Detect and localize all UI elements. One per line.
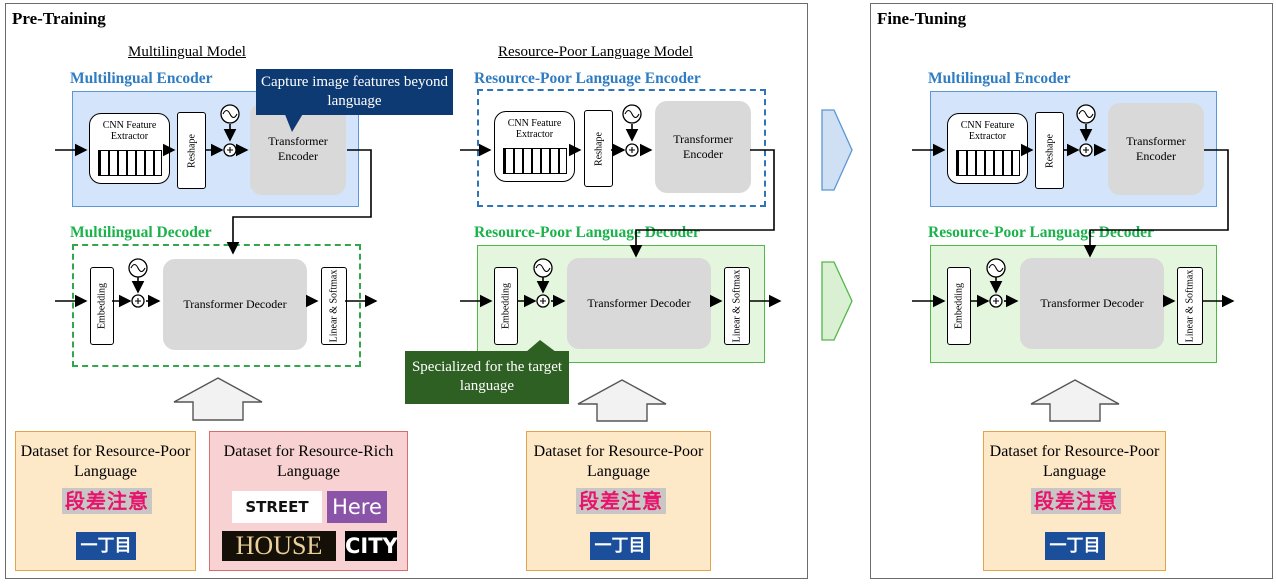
sample-image-caution: 段差注意 xyxy=(1031,488,1121,514)
cnn-feature-extractor: CNN Feature Extractor xyxy=(89,113,170,184)
embedding-box: Embedding xyxy=(90,267,114,345)
reshape-box: Reshape xyxy=(1035,112,1064,189)
cnn-layers-icon xyxy=(98,150,162,176)
transformer-encoder-box: Transformer Encoder xyxy=(1108,103,1204,195)
sample-image-street: STREET xyxy=(232,491,322,523)
rpl-decoder-title: Resource-Poor Language Decoder xyxy=(474,224,700,241)
sample-image-house: HOUSE xyxy=(222,531,336,561)
finetune-decoder-title: Resource-Poor Language Decoder xyxy=(928,224,1154,241)
specialized-callout: Specialized for the target language xyxy=(405,351,569,404)
embedding-box: Embedding xyxy=(494,267,518,345)
transformer-decoder-box: Transformer Decoder xyxy=(163,259,307,350)
finetune-encoder-box: CNN Feature Extractor Reshape Transforme… xyxy=(930,91,1217,207)
transfer-arrow-top xyxy=(821,109,853,191)
sample-image-caution: 段差注意 xyxy=(576,488,666,514)
multilingual-decoder-title: Multilingual Decoder xyxy=(70,224,212,241)
finetuning-title: Fine-Tuning xyxy=(877,9,967,28)
multilingual-model-label: Multilingual Model xyxy=(128,44,246,60)
data-up-arrow xyxy=(173,377,263,421)
finetune-encoder-title: Multilingual Encoder xyxy=(928,70,1071,87)
transfer-arrow-bottom xyxy=(821,261,853,341)
embedding-box: Embedding xyxy=(947,267,971,345)
cnn-layers-icon xyxy=(503,148,567,174)
sample-image-block: 一丁目 xyxy=(1045,532,1105,560)
sample-image-block: 一丁目 xyxy=(76,532,136,560)
linear-softmax-box: Linear & Softmax xyxy=(321,267,347,345)
rpl-encoder-title: Resource-Poor Language Encoder xyxy=(474,70,701,87)
transformer-decoder-box: Transformer Decoder xyxy=(567,258,711,349)
sample-image-city: CITY xyxy=(345,531,398,561)
rpl-model-label: Resource-Poor Language Model xyxy=(498,44,693,60)
linear-softmax-box: Linear & Softmax xyxy=(724,267,750,345)
sample-image-block: 一丁目 xyxy=(590,532,650,560)
reshape-box: Reshape xyxy=(584,110,613,187)
positional-encoding-icons xyxy=(128,104,1096,308)
linear-softmax-box: Linear & Softmax xyxy=(1177,267,1203,345)
capture-features-callout: Capture image features beyond language xyxy=(256,69,453,115)
transformer-encoder-box: Transformer Encoder xyxy=(655,101,751,193)
transformer-decoder-box: Transformer Decoder xyxy=(1020,258,1164,349)
sample-image-here: Here xyxy=(327,491,387,523)
reshape-box: Reshape xyxy=(177,112,206,189)
rpl-decoder-box: Embedding Transformer Decoder Linear & S… xyxy=(477,245,765,363)
pretraining-title: Pre-Training xyxy=(12,9,106,28)
cnn-feature-extractor: CNN Feature Extractor xyxy=(494,111,575,182)
multilingual-encoder-title: Multilingual Encoder xyxy=(70,70,213,87)
sample-image-caution: 段差注意 xyxy=(62,488,152,514)
multilingual-encoder-box: CNN Feature Extractor Reshape Transforme… xyxy=(72,91,359,207)
cnn-layers-icon xyxy=(956,150,1020,176)
data-up-arrow xyxy=(1030,379,1120,422)
data-up-arrow xyxy=(577,379,667,422)
finetune-decoder-box: Embedding Transformer Decoder Linear & S… xyxy=(930,245,1217,363)
